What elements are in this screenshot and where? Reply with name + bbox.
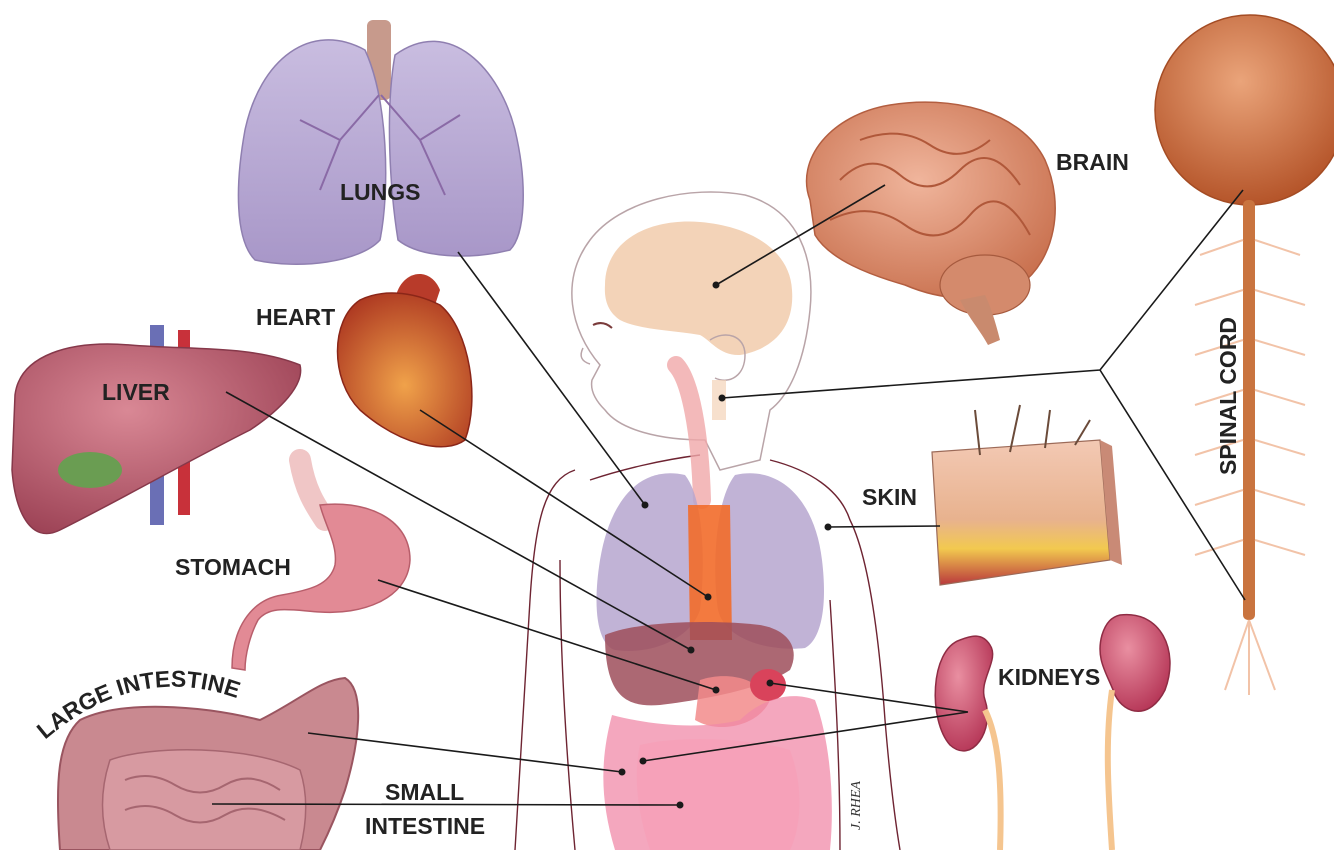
leader-dot-large-intestine	[619, 769, 626, 776]
kidneys-illustration	[935, 615, 1170, 850]
leader-dot-kidney2	[640, 758, 647, 765]
label-lungs: LUNGS	[340, 179, 421, 205]
label-skin: SKIN	[862, 484, 917, 510]
leader-dot-small-intestine	[677, 802, 684, 809]
kidney-left	[935, 636, 992, 751]
leader-dot-kidney1	[767, 680, 774, 687]
skin-block	[932, 440, 1110, 585]
label-heart: HEART	[256, 304, 335, 330]
ureters	[985, 690, 1112, 850]
body-brain	[605, 222, 792, 356]
eye	[593, 323, 612, 328]
leader-dot-skin	[825, 524, 832, 531]
lung-right	[389, 41, 523, 256]
label-spinal-cord: SPINAL CORD	[1215, 317, 1241, 475]
heart-illustration	[338, 274, 472, 447]
leader-dot-brain	[713, 282, 720, 289]
artist-signature: J. RHEA	[849, 781, 864, 830]
spinal-cord-illustration	[1155, 15, 1334, 695]
heart	[338, 293, 472, 447]
spinal-brain-ball	[1155, 15, 1334, 205]
leader-dot-stomach	[713, 687, 720, 694]
skin-illustration	[932, 405, 1122, 585]
label-kidneys: KIDNEYS	[998, 664, 1100, 690]
brain-illustration	[807, 102, 1056, 345]
body-heart	[688, 505, 732, 640]
leader-dot-spinal	[719, 395, 726, 402]
gallbladder	[58, 452, 122, 488]
label-brain: BRAIN	[1056, 149, 1129, 175]
label-small-intestine-1: SMALL	[385, 779, 464, 805]
label-liver: LIVER	[102, 379, 170, 405]
spinal-cord-shaft	[1243, 200, 1255, 620]
label-small-intestine-2: INTESTINE	[365, 813, 485, 839]
label-stomach: STOMACH	[175, 554, 291, 580]
leader-dot-liver	[688, 647, 695, 654]
lung-left	[238, 40, 385, 264]
leader-skin	[828, 526, 940, 527]
lungs-illustration	[238, 20, 523, 264]
small-intestine	[103, 750, 306, 850]
liver-illustration	[12, 325, 301, 534]
leader-dot-heart	[705, 594, 712, 601]
body-small-intestine	[637, 739, 800, 850]
leader-dot-lungs	[642, 502, 649, 509]
